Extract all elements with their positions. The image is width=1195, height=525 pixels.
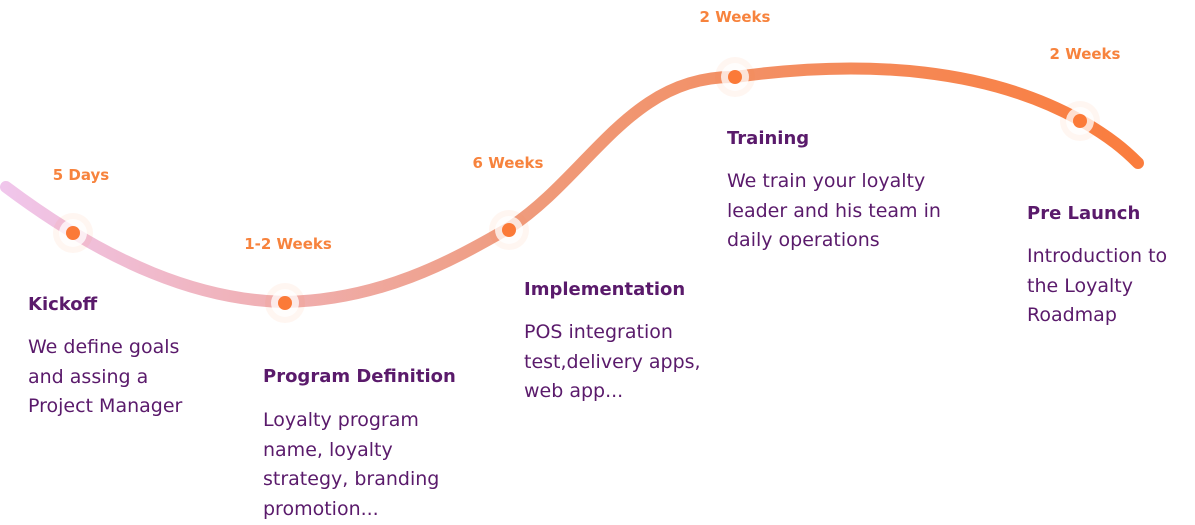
stage-duration-training: 2 Weeks	[699, 8, 771, 26]
stage-title-training: Training	[727, 128, 810, 149]
milestone-marker-program-definition	[265, 283, 305, 323]
stage-title-kickoff: Kickoff	[28, 294, 98, 315]
roadmap-curve	[0, 62, 1144, 309]
stage-description-training: We train your loyalty leader and his tea…	[727, 170, 941, 251]
stage-description-program-definition: Loyalty program name, loyalty strategy, …	[263, 409, 440, 520]
stage-title-implementation: Implementation	[524, 279, 686, 300]
milestone-marker-kickoff	[53, 213, 93, 253]
stage-duration-kickoff: 5 Days	[52, 166, 110, 184]
stage-title-pre-launch: Pre Launch	[1027, 203, 1141, 224]
stage-duration-pre-launch: 2 Weeks	[1049, 45, 1121, 63]
stage-duration-program-definition: 1-2 Weeks	[244, 235, 332, 253]
stage-duration-implementation: 6 Weeks	[472, 154, 544, 172]
milestone-marker-pre-launch	[1060, 101, 1100, 141]
stage-description-pre-launch: Introduction to the Loyalty Roadmap	[1027, 245, 1168, 326]
stage-description-implementation: POS integration test,delivery apps, web …	[524, 321, 701, 402]
milestone-marker-training	[715, 57, 755, 97]
milestone-marker-implementation	[489, 210, 529, 250]
stage-title-program-definition: Program Definition	[263, 366, 456, 387]
stage-description-kickoff: We define goals and assing a Project Man…	[28, 336, 183, 417]
